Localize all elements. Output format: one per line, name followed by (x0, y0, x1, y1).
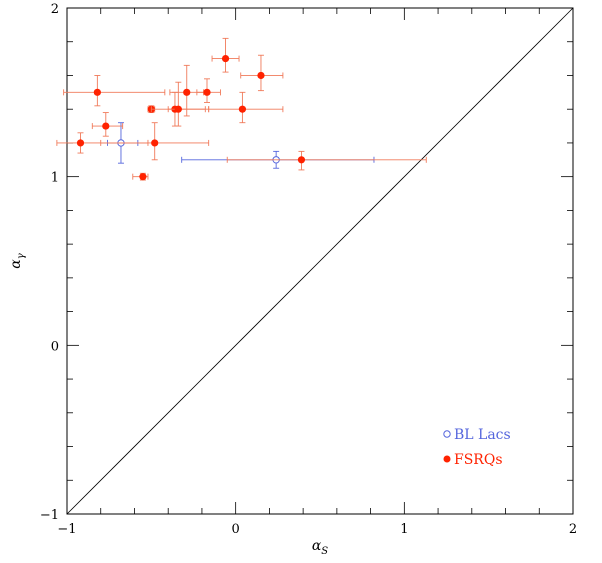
x-tick-label: 1 (400, 522, 408, 537)
data-marker (257, 71, 265, 80)
x-tick-label: 0 (232, 522, 240, 537)
data-marker (151, 139, 159, 147)
fsrqs-point (196, 78, 221, 103)
legend-fsrqs-marker (443, 455, 451, 463)
legend-bl-lacs-marker (443, 430, 451, 438)
fsrqs-point (63, 75, 166, 107)
data-marker (203, 88, 211, 96)
fsrqs-point (208, 91, 284, 124)
fsrqs-point (240, 54, 284, 92)
x-tick-label: −1 (57, 522, 76, 537)
data-marker (174, 105, 182, 113)
data-marker (238, 105, 247, 113)
x-tick-label: 2 (569, 522, 577, 537)
fsrqs-point (211, 37, 240, 73)
fsrqs-point (150, 81, 210, 127)
fsrqs-point (100, 122, 210, 161)
data-marker (139, 173, 147, 181)
fsrqs-point (91, 112, 124, 137)
tick-labels: −1 0 1 2 −1 0 1 2 (40, 2, 577, 537)
y-tick-label: 1 (51, 171, 59, 186)
identity-line (66, 7, 574, 515)
plot-border (66, 7, 574, 515)
legend: BL Lacs FSRQs (443, 427, 511, 468)
data-marker (93, 88, 101, 96)
data-marker (183, 88, 191, 96)
data-marker (221, 55, 230, 63)
legend-bl-lacs-label: BL Lacs (454, 427, 511, 443)
y-axis-label: αγ (8, 253, 27, 268)
y-tick-label: 2 (51, 2, 59, 17)
data-marker (102, 122, 110, 130)
axes-frame (66, 7, 574, 515)
y-tick-label: 0 (51, 339, 59, 354)
fsrqs-point (226, 150, 427, 171)
legend-fsrqs-label: FSRQs (454, 452, 503, 468)
data-marker (297, 156, 306, 164)
major-ticks (66, 7, 574, 515)
y-tick-label: −1 (40, 508, 59, 523)
fsrqs-point (132, 172, 149, 181)
minor-ticks (67, 8, 573, 514)
series-layer (56, 37, 427, 181)
data-marker (76, 139, 85, 147)
x-axis-label: αS (312, 538, 328, 557)
